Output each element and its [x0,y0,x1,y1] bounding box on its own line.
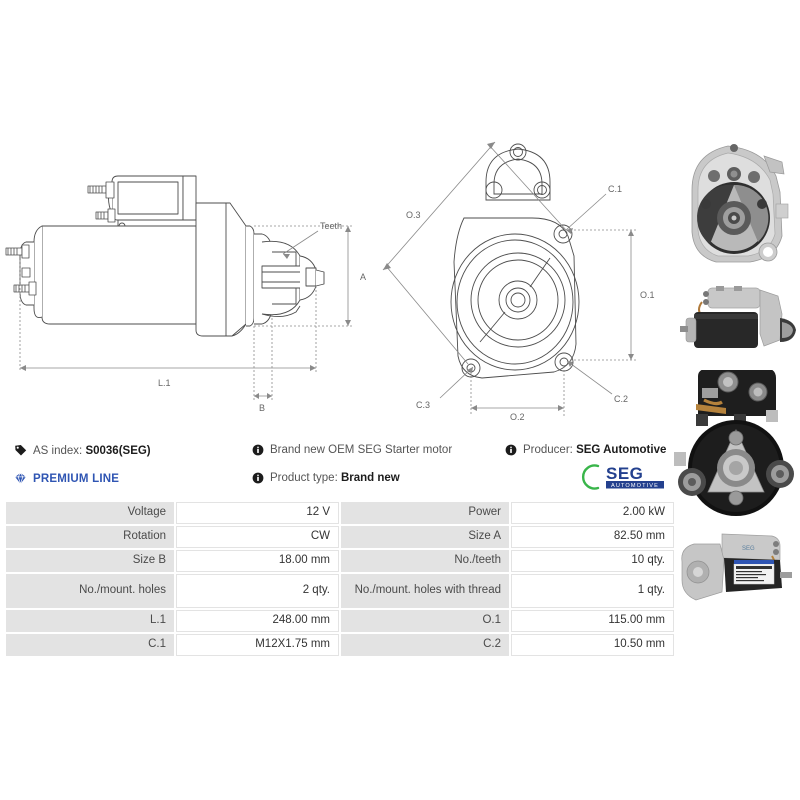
spec-value-left: CW [176,526,339,548]
spec-value-right: 82.50 mm [511,526,674,548]
dimension-label-C3: C.3 [416,400,430,410]
photo-full-side-profile [672,274,800,366]
dimension-B [253,314,273,402]
starter-motor-front-view-drawing: O.3 C.1 O.1 C.2 [382,141,655,420]
product-type-label: Product type: [270,472,338,484]
seg-automotive-logo: SEG AUTOMOTIVE [572,460,668,494]
premium-line-badge: PREMIUM LINE [14,472,119,485]
spec-label-right: O.1 [341,610,509,632]
spec-label-left: C.1 [6,634,174,656]
product-type-row: Product type: Brand new [252,472,400,484]
spec-value-left: 12 V [176,502,339,524]
seg-logo-subtext: AUTOMOTIVE [611,483,659,489]
svg-text:SEG: SEG [742,546,755,552]
starter-motor-side-view-drawing: A L.1 B [5,175,366,413]
leader-teeth [282,230,319,259]
spec-value-left: 18.00 mm [176,550,339,572]
dimension-label-B: B [259,403,265,413]
spec-value-left: 2 qty. [176,574,339,608]
product-description: Brand new OEM SEG Starter motor [270,444,453,456]
dimension-label-O1: O.1 [640,290,655,300]
spec-value-right: 10 qty. [511,550,674,572]
product-type-value: Brand new [340,472,400,484]
leader-C3 [439,366,474,399]
dimension-O2 [470,366,565,416]
product-type-text: Product type: Brand new [270,472,400,484]
dimension-label-A: A [360,272,366,282]
dimension-L1 [19,260,317,372]
product-photo-3[interactable] [672,370,800,522]
spec-value-left: 248.00 mm [176,610,339,632]
spec-label-left: L.1 [6,610,174,632]
producer-value: SEG Automotive [576,444,667,456]
product-photo-gallery: SEG [672,132,800,677]
product-info-block: AS index: S0036(SEG) PREMIUM LINE [0,440,672,496]
leader-C2 [566,360,613,395]
producer-label: Producer: [523,444,573,456]
spec-label-right: C.2 [341,634,509,656]
spec-value-right: 115.00 mm [511,610,674,632]
spec-value-right: 1 qty. [511,574,674,608]
dimension-label-C1: C.1 [608,184,622,194]
diamond-icon [14,472,27,485]
dimension-label-O3: O.3 [406,210,421,220]
producer-text: Producer: SEG Automotive [523,444,666,456]
as-index-value: S0036(SEG) [85,444,151,457]
spec-label-right: No./mount. holes with thread [341,574,509,608]
producer-row: Producer: SEG Automotive [505,444,666,456]
spec-label-left: No./mount. holes [6,574,174,608]
dimension-label-C2: C.2 [614,394,628,404]
dimension-O1 [570,229,638,361]
spec-value-right: 2.00 kW [511,502,674,524]
dimension-O3 [382,141,567,365]
as-index-row: AS index: S0036(SEG) [14,444,151,457]
info-icon [252,472,264,484]
seg-logo-wordmark: SEG [606,464,643,483]
tag-icon [14,444,27,457]
technical-drawings: A L.1 B [0,0,672,430]
dimension-A [254,225,352,327]
photo-drive-end-front [672,132,800,270]
product-description-row: Brand new OEM SEG Starter motor [252,444,452,456]
dimension-label-teeth: Teeth [320,221,342,231]
spec-label-left: Rotation [6,526,174,548]
spec-label-left: Size B [6,550,174,572]
as-index-label: AS index: [33,444,83,457]
spec-label-right: Size A [341,526,509,548]
premium-line-label: PREMIUM LINE [33,472,120,485]
dimension-label-L1: L.1 [158,378,171,388]
spec-label-right: No./teeth [341,550,509,572]
spec-label-left: Voltage [6,502,174,524]
product-photo-4[interactable]: SEG [672,526,800,614]
dimension-label-O2: O.2 [510,412,525,420]
as-index-text: AS index: S0036(SEG) [33,445,151,457]
photo-solenoid-terminals-front [672,370,800,522]
product-photo-2[interactable] [672,274,800,366]
info-icon [252,444,264,456]
leader-C1 [565,193,607,234]
spec-value-left: M12X1.75 mm [176,634,339,656]
spec-value-right: 10.50 mm [511,634,674,656]
photo-full-angled-with-label: SEG [672,526,800,614]
info-icon [505,444,517,456]
product-photo-1[interactable] [672,132,800,270]
spec-label-right: Power [341,502,509,524]
